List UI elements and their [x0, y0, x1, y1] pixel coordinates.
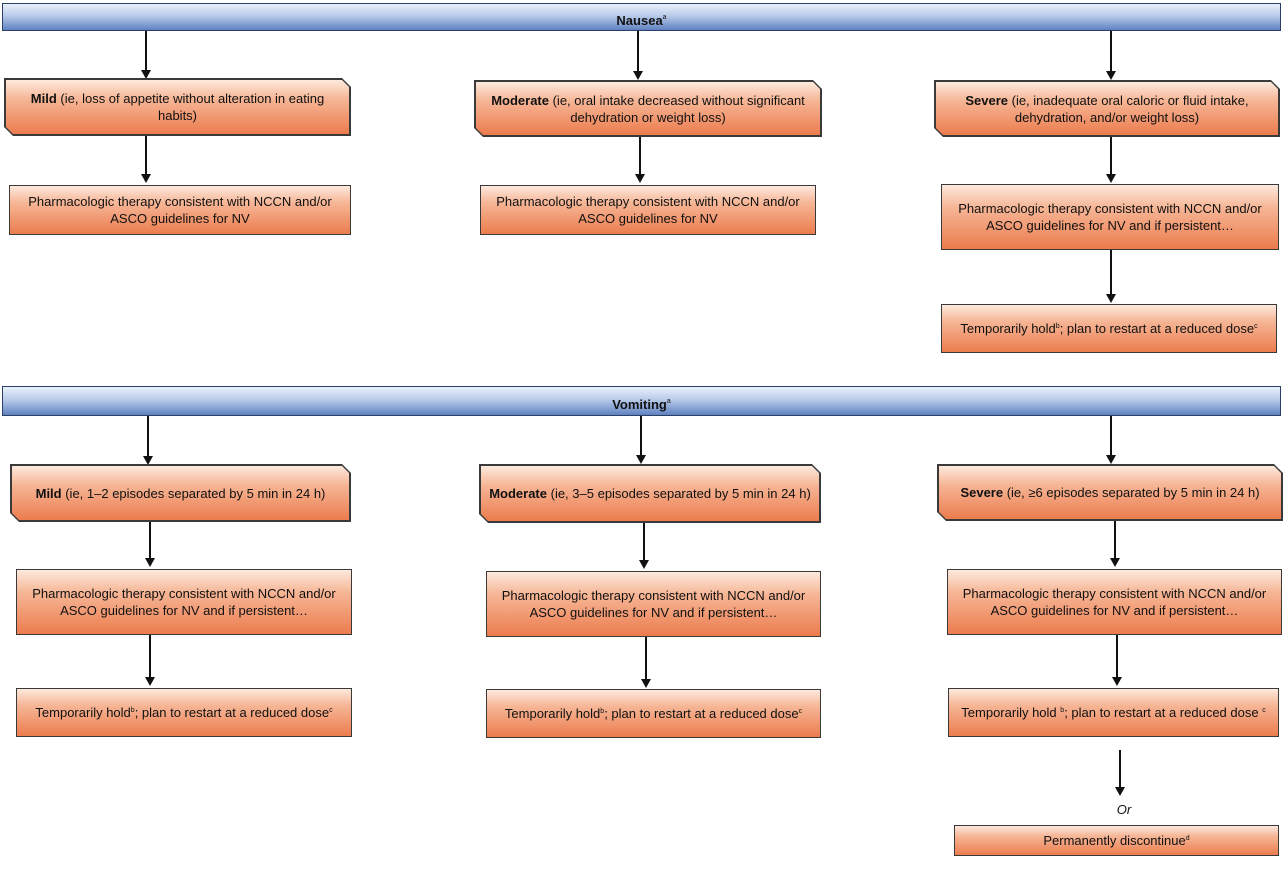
nausea-moderate-therapy-text: Pharmacologic therapy consistent with NC…: [496, 194, 800, 226]
nausea-severe-therapy-box: Pharmacologic therapy consistent with NC…: [941, 184, 1279, 250]
vomiting-mild-hold-text-a: Temporarily hold: [35, 705, 131, 720]
nausea-severe-therapy-text: Pharmacologic therapy consistent with NC…: [958, 201, 1262, 233]
vomiting-moderate-therapy-text: Pharmacologic therapy consistent with NC…: [501, 588, 806, 620]
nausea-severe-desc: (ie, inadequate oral caloric or fluid in…: [1008, 92, 1249, 125]
vomiting-mild-hold-footnote-c: c: [329, 707, 333, 714]
vomiting-moderate-hold-footnote-c: c: [798, 708, 803, 715]
nausea-mild-label: Mild: [30, 91, 57, 106]
nausea-severe-hold-box: Temporarily holdb; plan to restart at a …: [941, 304, 1277, 353]
vomiting-mild-desc: (ie, 1–2 episodes separated by 5 min in …: [61, 485, 326, 501]
vomiting-moderate-hold-text-b: ; plan to restart at a reduced dose: [604, 706, 799, 721]
vomiting-mild-therapy-box: Pharmacologic therapy consistent with NC…: [16, 569, 352, 635]
vomiting-severe-desc: (ie, ≥6 episodes separated by 5 min in 2…: [1003, 485, 1260, 500]
vomiting-moderate-hold-footnote-b: b: [600, 708, 605, 715]
nausea-title-footnote: a: [662, 14, 667, 21]
nausea-hold-text-a: Temporarily hold: [960, 321, 1056, 336]
vomiting-moderate-hold-box: Temporarily holdb; plan to restart at a …: [486, 689, 821, 738]
vomiting-severe-label: Severe: [960, 485, 1004, 500]
vomiting-moderate-box: Moderate (ie, 3–5 episodes separated by …: [480, 465, 820, 522]
vomiting-severe-hold-footnote-b: b: [1060, 707, 1065, 714]
vomiting-mild-hold-text-b: ; plan to restart at a reduced dose: [134, 705, 330, 720]
vomiting-title: Vomiting: [612, 397, 667, 412]
vomiting-moderate-label: Moderate: [489, 486, 547, 501]
vomiting-severe-hold-text-b: ; plan to restart at a reduced dose: [1064, 705, 1259, 720]
nausea-hold-footnote-b: b: [1055, 323, 1060, 330]
nausea-mild-therapy-text: Pharmacologic therapy consistent with NC…: [28, 194, 332, 226]
nausea-hold-text-b: ; plan to restart at a reduced dose: [1059, 321, 1255, 336]
vomiting-severe-therapy-text: Pharmacologic therapy consistent with NC…: [962, 586, 1267, 618]
vomiting-discontinue-box: Permanently discontinued: [954, 825, 1279, 856]
nausea-moderate-label: Moderate: [491, 92, 549, 108]
nausea-mild-box: Mild (ie, loss of appetite without alter…: [5, 79, 350, 135]
nausea-severe-label: Severe: [965, 92, 1008, 108]
vomiting-mild-box: Mild (ie, 1–2 episodes separated by 5 mi…: [11, 465, 350, 521]
nausea-moderate-box: Moderate (ie, oral intake decreased with…: [475, 81, 821, 136]
nausea-hold-footnote-c: c: [1254, 323, 1258, 330]
nausea-header: Nauseaa: [2, 3, 1281, 31]
nausea-moderate-therapy-box: Pharmacologic therapy consistent with NC…: [480, 185, 816, 235]
vomiting-moderate-therapy-box: Pharmacologic therapy consistent with NC…: [486, 571, 821, 637]
vomiting-header: Vomitinga: [2, 386, 1281, 416]
nausea-moderate-desc: (ie, oral intake decreased without signi…: [548, 92, 805, 125]
vomiting-discontinue-footnote-d: d: [1185, 835, 1190, 842]
nausea-severe-box: Severe (ie, inadequate oral caloric or f…: [935, 81, 1279, 136]
vomiting-severe-hold-footnote-c: c: [1262, 707, 1266, 714]
vomiting-severe-hold-text-a: Temporarily hold: [961, 705, 1057, 720]
nausea-mild-desc: (ie, loss of appetite without alteration…: [56, 91, 325, 123]
vomiting-severe-box: Severe (ie, ≥6 episodes separated by 5 m…: [938, 465, 1282, 520]
vomiting-mild-label: Mild: [35, 485, 62, 501]
vomiting-severe-hold-box: Temporarily hold b; plan to restart at a…: [948, 688, 1279, 737]
nausea-mild-therapy-box: Pharmacologic therapy consistent with NC…: [9, 185, 351, 235]
vomiting-mild-hold-footnote-b: b: [130, 707, 135, 714]
vomiting-discontinue-text: Permanently discontinue: [1043, 833, 1186, 848]
nausea-title: Nausea: [616, 13, 663, 28]
vomiting-moderate-hold-text-a: Temporarily hold: [504, 706, 601, 721]
vomiting-moderate-desc: (ie, 3–5 episodes separated by 5 min in …: [547, 486, 811, 501]
vomiting-title-footnote: a: [666, 398, 671, 405]
or-label: Or: [1116, 802, 1132, 817]
vomiting-mild-hold-box: Temporarily holdb; plan to restart at a …: [16, 688, 352, 737]
vomiting-mild-therapy-text: Pharmacologic therapy consistent with NC…: [32, 586, 336, 618]
vomiting-severe-therapy-box: Pharmacologic therapy consistent with NC…: [947, 569, 1282, 635]
